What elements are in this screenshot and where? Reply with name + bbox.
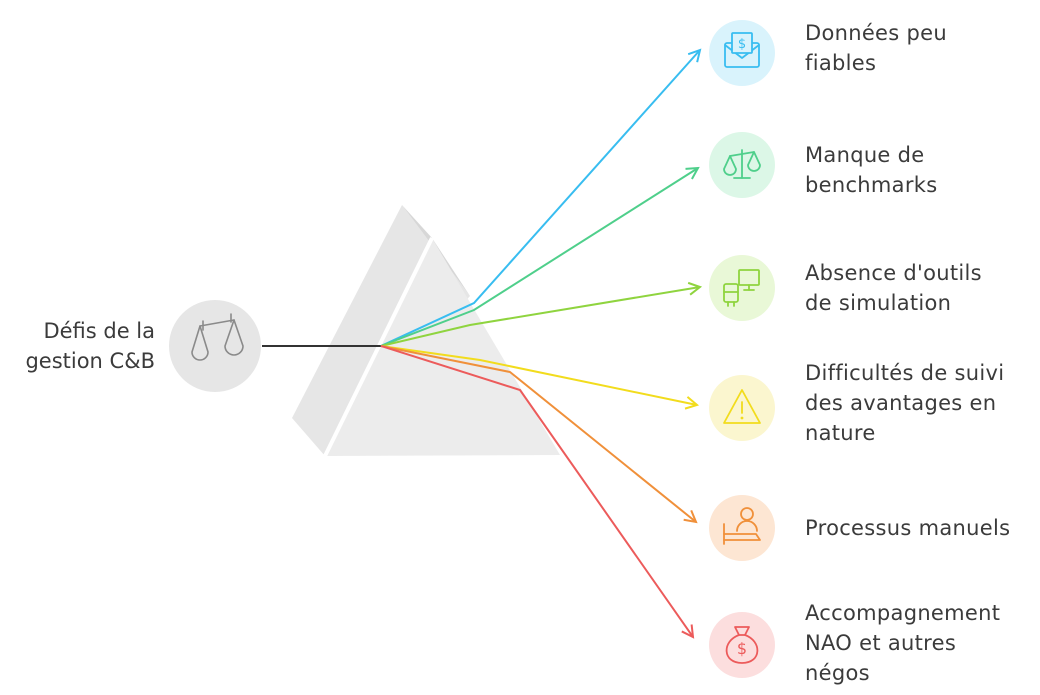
source-node [169,300,261,392]
money-bag-icon: $ [725,626,759,664]
arrowhead [684,396,700,410]
balance-scale-icon [191,313,244,361]
ray-2 [380,166,700,347]
ray-1 [380,48,702,347]
outcome-node-4 [709,375,775,441]
arrowhead [685,166,700,180]
arrowhead [687,281,703,296]
outcome-label-6: Accompagnement NAO et autres négos [805,601,1001,685]
arrowhead [683,510,698,524]
outcome-label-2: Manque de benchmarks [805,143,938,197]
outcome-node-1: $ [709,20,775,86]
outcome-label-4: Difficultés de suivi des avantages en na… [805,361,1005,445]
balance-scale-icon [723,149,761,179]
arrowhead [687,48,702,63]
outcome-label-1: Données peu fiables [805,21,947,75]
svg-text:$: $ [737,639,747,658]
envelope-dollar-icon: $ [724,32,760,68]
warning-triangle-icon [723,389,761,424]
outcome-node-3 [709,255,775,321]
arrowhead [681,624,695,639]
ray-5 [380,345,698,524]
outcome-label-3: Absence d'outils de simulation [805,261,982,315]
outcome-node-2 [709,132,775,198]
prism [292,205,560,457]
computer-device-icon [723,269,760,307]
svg-text:$: $ [738,37,746,52]
outcome-node-6: $ [709,612,775,678]
ray-4 [380,345,700,410]
ray-6 [380,345,695,639]
outcome-node-5 [709,495,775,561]
ray-3 [380,281,703,347]
person-hand-icon [723,507,761,545]
source-label: Défis de la gestion C&B [25,319,155,373]
outcome-label-5: Processus manuels [805,516,1011,540]
